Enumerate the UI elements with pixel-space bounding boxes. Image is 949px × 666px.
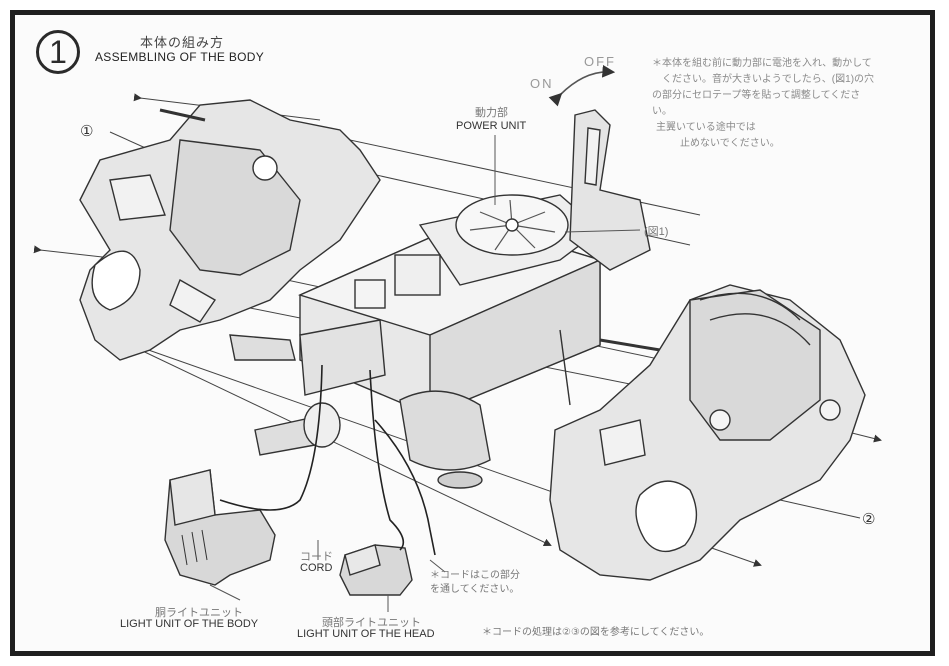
light-head-label-en: LIGHT UNIT OF THE HEAD xyxy=(297,628,435,640)
cord-label-jp: コード xyxy=(300,551,333,563)
title-japanese: 本体の組み方 xyxy=(140,35,225,50)
battery-note: ＊本体を組む前に動力部に電池を入れ、動かして ください。音が大きいようでしたら、… xyxy=(652,56,912,152)
note-line: ください。音が大きいようでしたら、(図1)の穴 xyxy=(662,74,875,85)
note-line: 主翼いている途中では xyxy=(656,122,756,133)
rotation-arrow-icon xyxy=(548,64,616,107)
on-label: ON xyxy=(530,76,554,91)
power-unit-label-en: POWER UNIT xyxy=(456,120,527,132)
note-line: い。 xyxy=(652,106,672,117)
power-unit-block xyxy=(229,194,661,489)
note-line: の部分にセロテープ等を貼って調整してくださ xyxy=(652,90,861,101)
title-english: ASSEMBLING OF THE BODY xyxy=(95,50,265,64)
right-body-shell xyxy=(549,284,866,581)
part-marker-1: ① xyxy=(80,123,94,140)
off-label: OFF xyxy=(584,54,616,69)
step-number: 1 xyxy=(36,30,80,74)
note-line: 止めないでください。 xyxy=(680,138,780,149)
leader-lines xyxy=(209,135,641,612)
left-body-shell xyxy=(79,99,381,361)
part-marker-2: ② xyxy=(862,511,876,528)
light-body-label-jp: 胴ライトユニット xyxy=(155,607,243,619)
light-unit-head-part xyxy=(339,544,413,596)
cord-note-line1: ＊コードはこの部分 xyxy=(430,570,520,581)
light-head-label-jp: 頭部ライトユニット xyxy=(322,617,421,629)
power-unit-label-jp: 動力部 xyxy=(475,107,508,119)
figure-reference: (図1) xyxy=(644,226,669,238)
cord-label-en: CORD xyxy=(300,562,333,574)
cord-wires xyxy=(219,364,436,556)
bottom-note: ＊コードの処理は②③の図を参考にしてください。 xyxy=(482,627,710,638)
cord-note-line2: を通してください。 xyxy=(430,584,520,595)
switch-lever xyxy=(569,109,651,271)
note-line: ＊本体を組む前に動力部に電池を入れ、動かして xyxy=(652,58,872,69)
light-body-label-en: LIGHT UNIT OF THE BODY xyxy=(120,618,259,630)
light-unit-body-part xyxy=(164,469,276,586)
